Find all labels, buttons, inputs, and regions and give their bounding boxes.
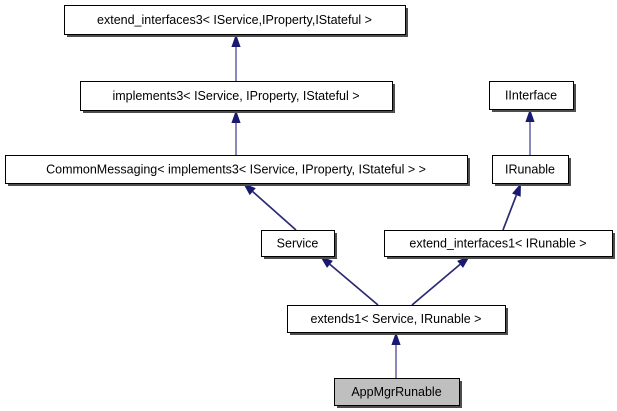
edge-line [411, 263, 461, 306]
arrow-head-icon [391, 332, 401, 345]
arrow-head-icon [243, 183, 256, 196]
arrow-head-icon [231, 110, 241, 123]
class-node-extend_interfaces1[interactable]: extend_interfaces1< IRunable > [384, 230, 616, 260]
class-node-extend_interfaces3[interactable]: extend_interfaces3< IService,IProperty,I… [64, 5, 409, 38]
class-node-service[interactable]: Service [261, 230, 338, 260]
node-box[interactable] [261, 230, 335, 257]
inheritance-edge [502, 183, 521, 231]
node-box[interactable] [5, 155, 468, 184]
node-box[interactable] [287, 305, 506, 333]
class-node-commonmessaging[interactable]: CommonMessaging< implements3< IService, … [5, 155, 471, 187]
class-node-appmgrrunable[interactable]: AppMgrRunable [334, 378, 463, 409]
edges-layer [231, 34, 535, 378]
node-label: extend_interfaces1< IRunable > [409, 236, 586, 250]
node-box[interactable] [384, 230, 613, 257]
inheritance-edge [243, 183, 297, 231]
edge-line [329, 263, 379, 306]
node-label: IInterface [505, 88, 557, 102]
class-node-irunable[interactable]: IRunable [492, 155, 572, 187]
inheritance-edge [231, 110, 241, 155]
node-box[interactable] [64, 5, 406, 35]
node-label: Service [277, 236, 319, 250]
node-label: CommonMessaging< implements3< IService, … [46, 162, 426, 176]
inheritance-edge [411, 256, 470, 306]
arrow-head-icon [525, 109, 535, 122]
nodes-layer: extend_interfaces3< IService,IProperty,I… [5, 5, 616, 409]
inheritance-edge [525, 109, 535, 155]
arrow-head-icon [231, 34, 241, 47]
inheritance-edge [231, 34, 241, 81]
node-box[interactable] [489, 81, 574, 110]
node-label: extend_interfaces3< IService,IProperty,I… [97, 13, 372, 27]
inheritance-edge [391, 332, 401, 378]
class-node-implements3[interactable]: implements3< IService, IProperty, IState… [80, 81, 396, 114]
class-node-extends1[interactable]: extends1< Service, IRunable > [287, 305, 509, 336]
edge-line [502, 194, 518, 231]
node-box[interactable] [80, 81, 393, 111]
node-box[interactable] [492, 155, 569, 184]
node-label: IRunable [505, 162, 555, 176]
node-label: extends1< Service, IRunable > [311, 312, 482, 326]
node-box[interactable] [334, 378, 460, 406]
arrow-head-icon [512, 183, 521, 197]
edge-line [252, 190, 297, 231]
node-label: AppMgrRunable [351, 385, 441, 399]
inheritance-edge [320, 256, 379, 306]
class-node-iinterface[interactable]: IInterface [489, 81, 577, 113]
node-label: implements3< IService, IProperty, IState… [112, 89, 359, 103]
